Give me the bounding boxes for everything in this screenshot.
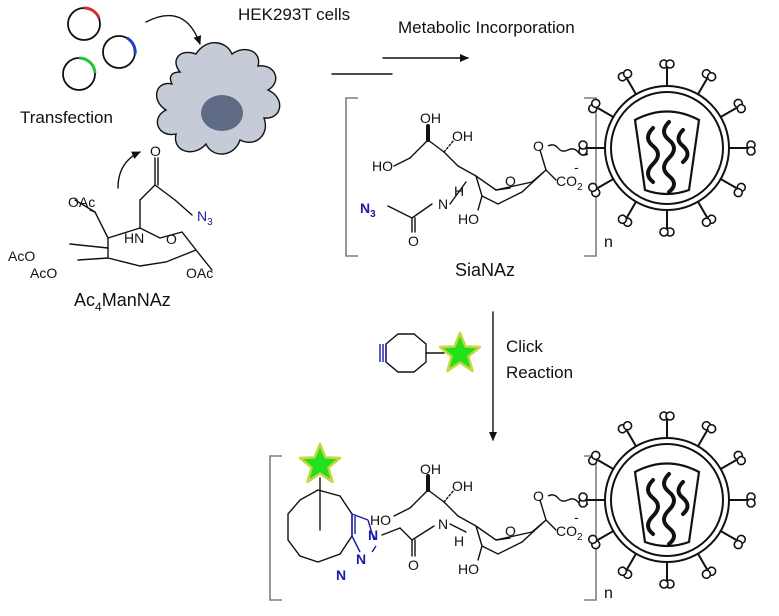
cyclooctyne-reagent <box>379 331 482 373</box>
sianaz-bracket-left <box>345 97 358 257</box>
product-bracket-left <box>269 455 282 601</box>
product-ho-1: HO <box>370 512 391 528</box>
sianaz-n: n <box>604 234 613 251</box>
ac4-oac-top: OAc <box>68 194 95 210</box>
product-oh-1: OH <box>420 461 441 477</box>
sianaz-o-carbonyl: O <box>408 233 419 249</box>
ac4mannaz-label: Ac4ManNAz <box>74 290 171 314</box>
sianaz-n-amide: N <box>438 196 448 212</box>
product-bracket-right <box>584 455 597 601</box>
ac4-aco-1: AcO <box>8 248 35 264</box>
sianaz-structure: HO OH OH O O CO2 - H N HO O N3 <box>360 110 589 249</box>
metabolic-label: Metabolic Incorporation <box>398 18 575 37</box>
ac4-oac-right: OAc <box>186 265 213 281</box>
product-n-amide: N <box>438 516 448 532</box>
cell-nucleus <box>201 95 243 131</box>
sianaz-oh-1: OH <box>420 110 441 126</box>
plasmid-blue <box>102 35 137 69</box>
sianaz-oh-2: OH <box>452 128 473 144</box>
cells-label: HEK293T cells <box>238 5 350 24</box>
fluorophore-star-icon <box>438 331 482 373</box>
click-label-1: Click <box>506 337 543 356</box>
product-star-icon <box>298 442 342 484</box>
product-o-ring: O <box>505 523 516 539</box>
ac4mannaz-structure: OAc AcO AcO OAc HN O O N3 <box>8 143 213 281</box>
plasmid-red <box>67 6 101 41</box>
sianaz-h: H <box>454 183 464 199</box>
sianaz-o-link: O <box>533 138 544 154</box>
sianaz-charge: - <box>574 159 579 175</box>
transfection-label: Transfection <box>20 108 113 127</box>
plasmid-green <box>62 56 97 91</box>
cell <box>155 42 281 155</box>
triazole-n1: N <box>368 527 378 543</box>
triazole-n3: N <box>336 567 346 583</box>
transfection-arrow <box>145 14 202 45</box>
sianaz-o-ring: O <box>505 173 516 189</box>
ac4-o-ring: O <box>166 231 177 247</box>
product-o-carbonyl: O <box>408 557 419 573</box>
virion-bottom <box>578 411 756 589</box>
product-o-link: O <box>533 488 544 504</box>
sianaz-ho-1: HO <box>372 158 393 174</box>
ac4-hn: HN <box>124 230 144 246</box>
sianaz-ho-ring: HO <box>458 211 479 227</box>
triazole-n2: N <box>356 551 366 567</box>
product-charge: - <box>574 509 579 525</box>
virion-top <box>578 59 756 237</box>
ac4-azide: N3 <box>197 208 213 228</box>
sianaz-label: SiaNAz <box>455 260 515 280</box>
product-h: H <box>454 533 464 549</box>
product-co2: CO2 <box>556 523 583 543</box>
click-label-2: Reaction <box>506 363 573 382</box>
product-n: n <box>604 585 613 602</box>
sianaz-co2: CO2 <box>556 173 583 193</box>
uptake-arrow <box>117 151 141 189</box>
ac4-aco-2: AcO <box>30 265 57 281</box>
product-structure: HO OH OH O O CO2 - H N HO O N N N <box>287 442 589 583</box>
sianaz-azide: N3 <box>360 200 376 220</box>
product-ho-ring: HO <box>458 561 479 577</box>
product-oh-2: OH <box>452 478 473 494</box>
sianaz-bracket-right <box>584 97 597 257</box>
ac4-o-carbonyl: O <box>150 143 161 159</box>
